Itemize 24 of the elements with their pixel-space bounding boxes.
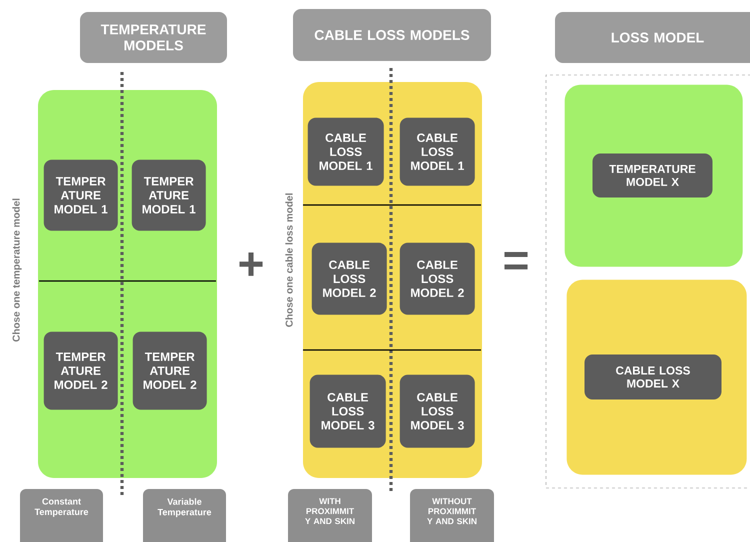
- model-box: CABLE LOSS MODEL 1: [308, 118, 384, 186]
- header-box: LOSS MODEL: [555, 12, 750, 63]
- model-box: CABLE LOSS MODEL 3: [400, 374, 475, 448]
- equals-sign: =: [504, 252, 528, 270]
- model-box: TEMPER ATURE MODEL 1: [132, 160, 206, 231]
- header-box: CABLE LOSS MODELS: [293, 9, 491, 61]
- option-box: Variable Temperature: [143, 489, 226, 542]
- plus-sign: +: [240, 252, 263, 276]
- vertical-label: Chose one temperature model: [12, 198, 22, 342]
- model-box: TEMPER ATURE MODEL 2: [132, 332, 207, 410]
- header-box: TEMPERATURE MODELS: [80, 12, 227, 63]
- vertical-label: Chose one cable loss model: [285, 193, 293, 327]
- model-box: TEMPER ATURE MODEL 2: [44, 332, 118, 410]
- model-box: TEMPERATURE MODEL X: [592, 154, 712, 198]
- option-box: WITH PROXIMMIT Y AND SKIN: [288, 489, 372, 542]
- model-box: CABLE LOSS MODEL 2: [312, 242, 387, 315]
- option-box: Constant Temperature: [20, 489, 103, 542]
- dashed-frame: [546, 74, 750, 488]
- model-box: CABLE LOSS MODEL 2: [400, 242, 475, 315]
- model-box: CABLE LOSS MODEL 3: [310, 374, 386, 448]
- model-box: TEMPER ATURE MODEL 1: [44, 160, 118, 231]
- model-box: CABLE LOSS MODEL X: [584, 354, 722, 400]
- option-box: WITHOUT PROXIMMIT Y AND SKIN: [410, 489, 494, 542]
- model-box: CABLE LOSS MODEL 1: [400, 118, 475, 186]
